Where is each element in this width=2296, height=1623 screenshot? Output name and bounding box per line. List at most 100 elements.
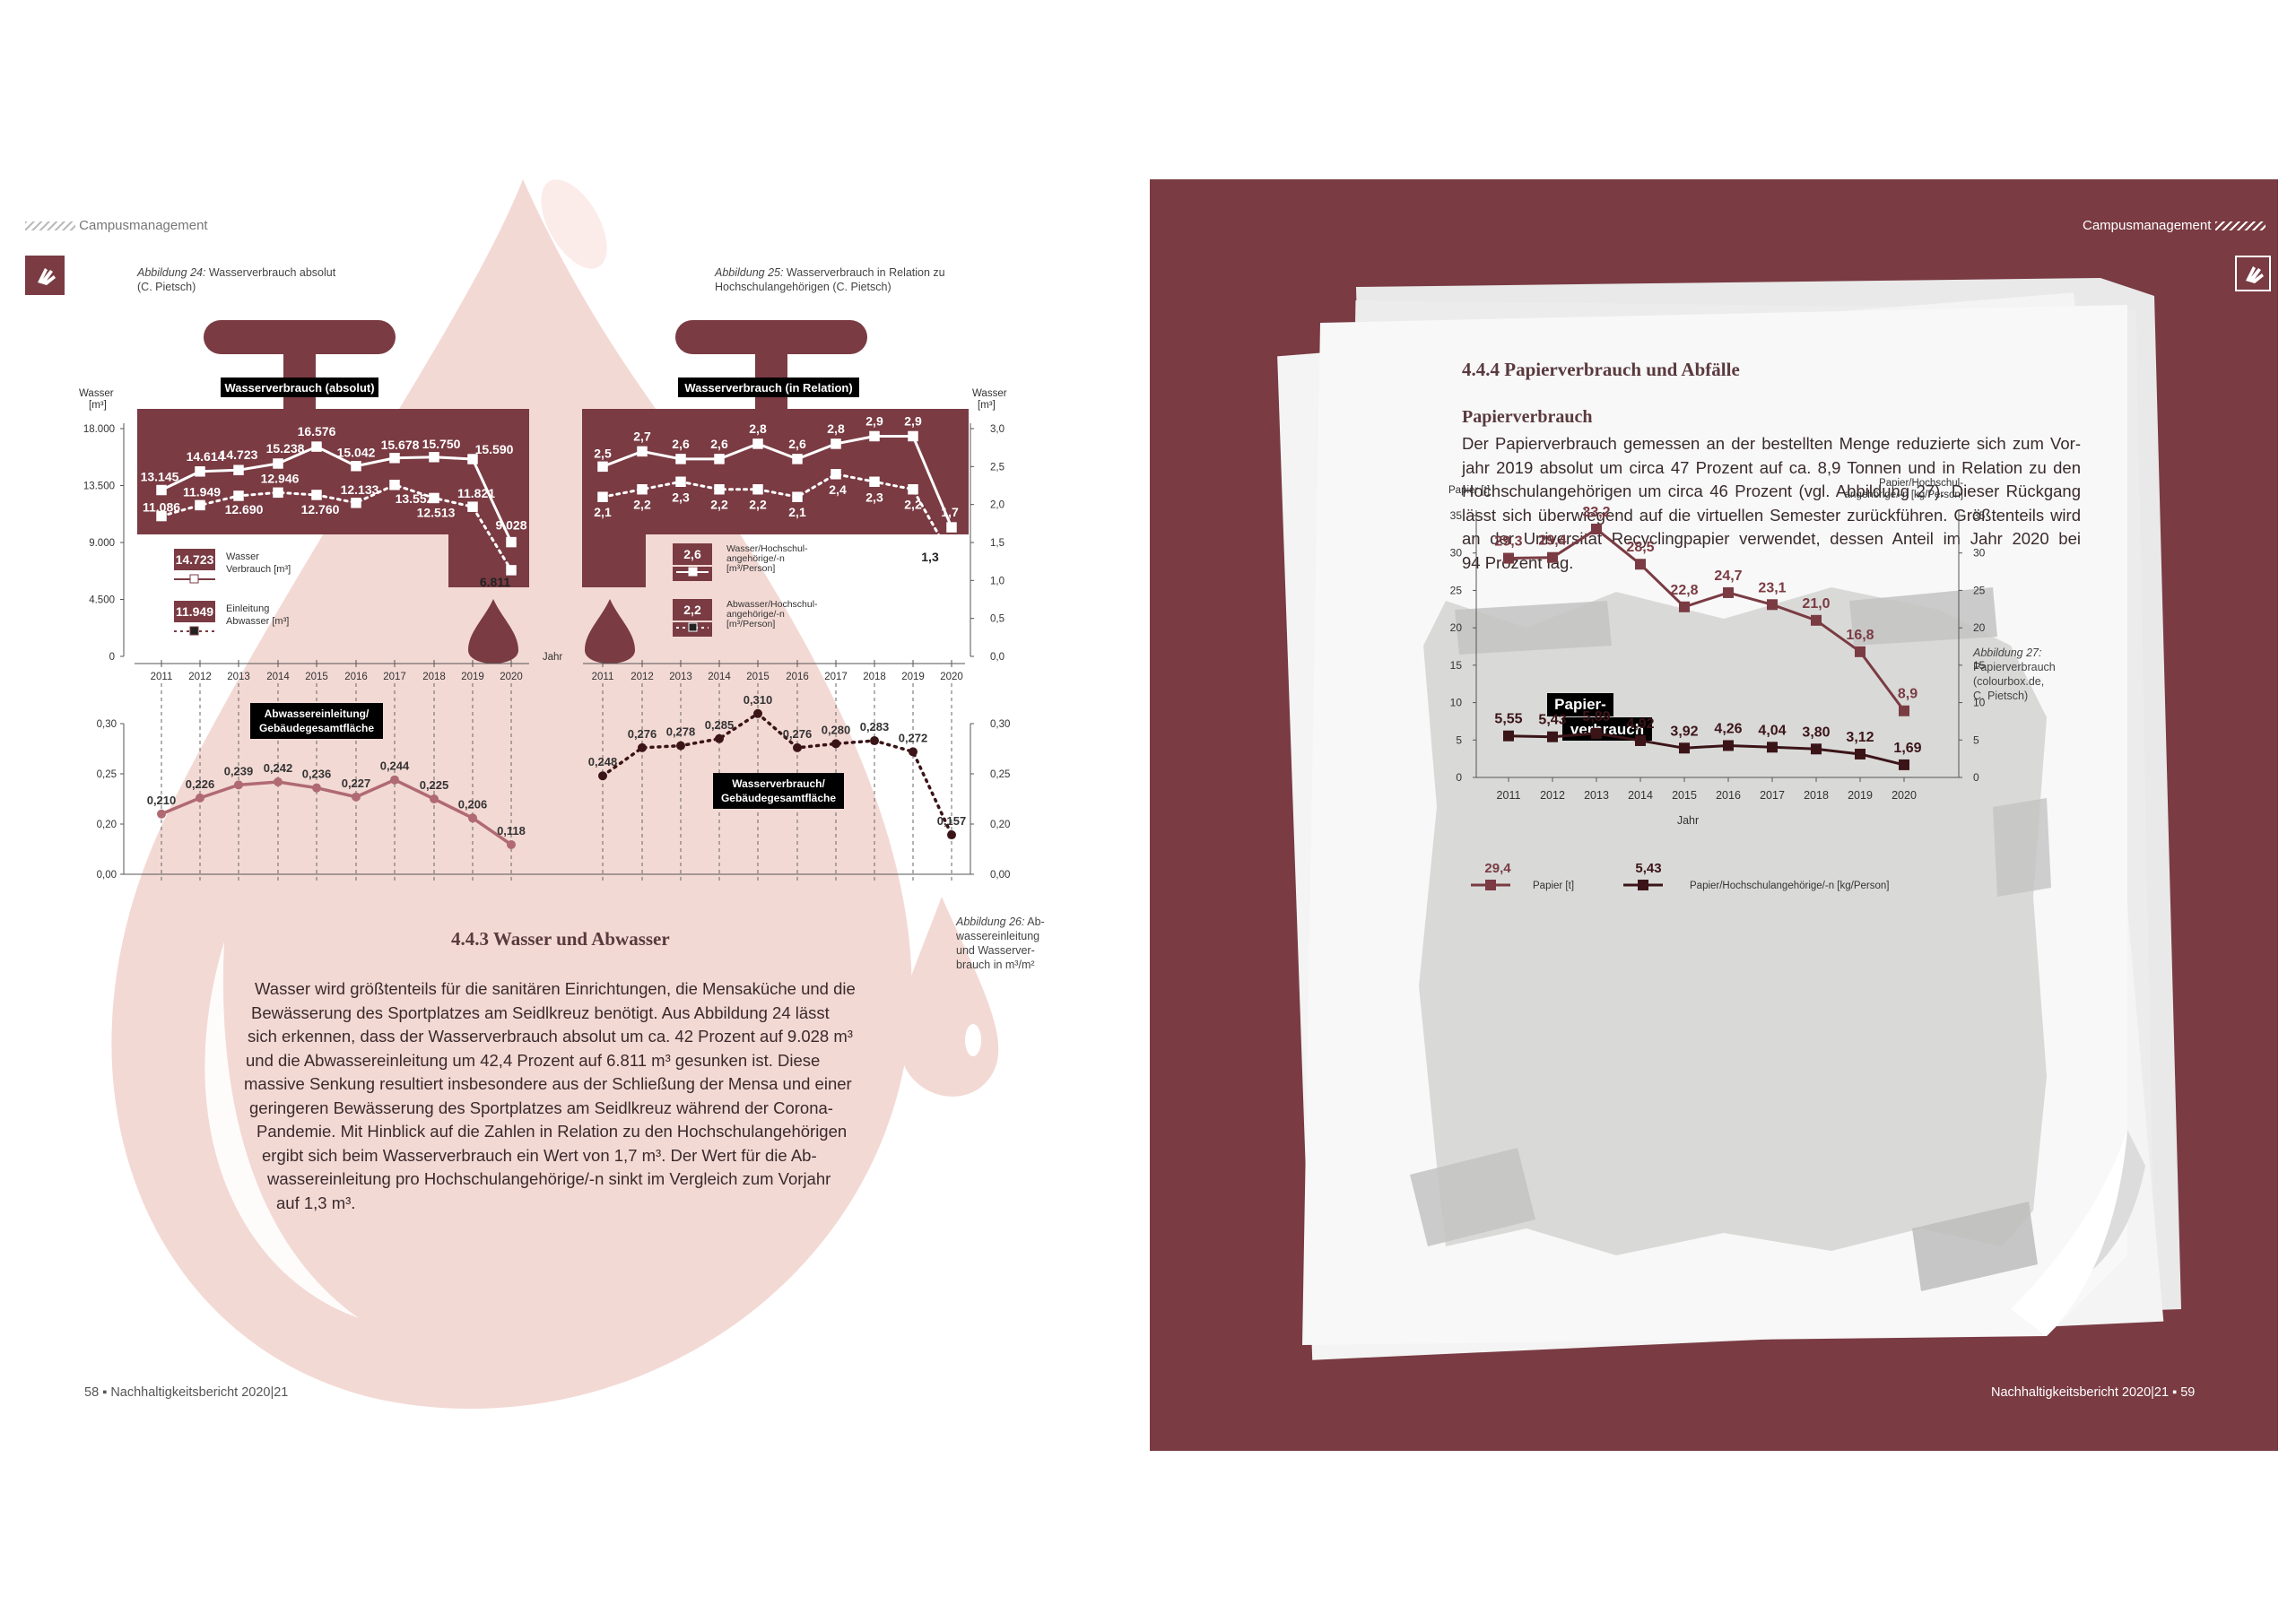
papier-data-label: 23,1 [1758,580,1786,595]
abwasser-rel-marker [675,476,686,488]
paragraph-line: jahr 2019 absolut um circa 47 Prozent au… [1462,457,2081,477]
legend-text: Papier/Hochschulangehörige/-n [kg/Person… [1690,881,1889,891]
water-abs-marker [429,452,439,463]
chart-tag-absolut: Wasserverbrauch (absolut) [224,381,374,395]
abwasser-flaeche-data-label: 0,206 [458,797,488,811]
abwasser-rel-marker [946,552,957,563]
legend-value: 2,2 [683,603,701,617]
x-tick-label: 2018 [1804,789,1829,802]
paragraph-line: und die Abwassereinleitung um 42,4 Proze… [246,1050,821,1070]
wasser-flaeche-line [601,711,953,837]
y-axis-title: Wasser [79,388,114,399]
y-tick-label: 5 [1456,733,1462,746]
paragraph-line: geringeren Bewässerung des Sportplatzes … [249,1098,833,1117]
water-rel-marker [675,454,686,464]
y-axis-unit-right: [m³] [978,400,996,411]
abwasser-flaeche-data-label: 0,239 [224,764,254,777]
wasser-flaeche-data-label: 0,310 [744,693,773,707]
y-tick-label-lower-right: 0,00 [990,870,1010,881]
chart-tag-abwasser-flaeche: Abwassereinleitung/ [265,707,370,720]
x-tick-label: 2012 [631,672,654,682]
legend-text: [m³/Person] [726,563,775,574]
wasser-flaeche-marker [793,742,802,752]
chart-tag-relation: Wasserverbrauch (in Relation) [684,381,852,395]
papier-marker [1767,599,1778,611]
fig25-caption: Abbildung 25: Wasserverbrauch in Relatio… [715,266,945,293]
x-tick-label: 2011 [1497,789,1521,802]
legend-marker [189,574,199,584]
x-tick-label: 2015 [1672,789,1697,802]
section-icon-right [2235,256,2271,291]
water-rel-data-label: 2,6 [672,437,690,451]
abwasser-rel-data-label: 2,2 [749,498,767,512]
abwasser-flaeche-data-label: 0,242 [264,761,293,775]
abwasser-flaeche-marker [390,775,399,785]
section-heading-water: 4.4.3 Wasser und Abwasser [451,928,670,950]
legend-value: 5,43 [1635,861,1661,876]
x-tick-label: 2014 [1628,789,1653,802]
y-axis-title-right: Wasser [972,388,1007,399]
water-rel-data-label: 2,6 [788,437,806,451]
y-tick-label-right: 35 [1973,509,1986,522]
x-tick-label: 2016 [1716,789,1741,802]
x-tick-label: 2018 [863,672,886,682]
x-tick-label: 2011 [151,672,173,682]
y-tick-label-right: 3,0 [990,424,1004,435]
legend-text: Papier [t] [1533,881,1574,891]
y-tick-label-right: 1,5 [990,538,1004,549]
water-abwasser-data-label: 6.811 [480,575,510,589]
papier-marker [1811,614,1822,626]
abwasser-rel-data-label: 2,2 [633,498,651,512]
water-abs-marker [156,484,167,496]
abwasser-flaeche-marker [274,777,283,786]
x-tick-label: 2018 [422,672,446,682]
water-rel-marker [946,522,957,533]
legend-text: [m³/Person] [726,619,775,629]
x-tick-label: 2017 [824,672,848,682]
y-tick-label-right: 20 [1973,621,1986,634]
section-icon [25,256,65,295]
water-abwasser-marker [429,492,439,504]
papier-pro-person-data-label: 5,55 [1494,712,1522,727]
abwasser-rel-data-label: 2,3 [672,490,690,504]
x-tick-label: 2011 [592,672,614,682]
y-tick-label-lower-right: 0,30 [990,719,1010,730]
papier-pro-person-marker [1855,748,1866,759]
x-tick-label: 2013 [1584,789,1609,802]
water-abs-marker [195,466,205,477]
x-tick-label: 2015 [746,672,770,682]
water-abwasser-data-label: 13.552 [396,491,434,506]
water-abwasser-data-label: 11.949 [183,484,221,499]
water-rel-marker [908,430,918,442]
legend-value: 2,6 [683,547,701,561]
wasser-flaeche-data-label: 0,283 [860,720,890,733]
papier-pro-person-data-label: 4,92 [1626,716,1654,732]
x-tick-label: 2012 [188,672,212,682]
papier-pro-person-data-label: 3,12 [1846,730,1874,745]
water-abs-data-label: 15.590 [475,442,514,456]
water-drop-icon [585,599,635,664]
water-rel-marker [869,430,880,442]
water-abwasser-marker [311,490,322,500]
papier-marker [1679,601,1690,612]
water-abs-marker [233,464,244,475]
x-axis-title: Jahr [1677,814,1699,827]
water-abwasser-data-label: 11.821 [457,486,495,500]
abwasser-rel-marker [831,469,841,480]
abwasser-flaeche-marker [507,839,516,849]
tap-handle [675,320,867,354]
abwasser-flaeche-marker [157,809,166,819]
x-axis-title: Jahr [543,652,563,663]
paragraph-line: Der Papierverbrauch gemessen an der best… [1462,434,2081,453]
papier-pro-person-marker [1679,742,1690,754]
water-rel-data-label: 2,5 [594,446,612,460]
water-abs-marker [389,453,400,464]
y-tick-label-right: 2,0 [990,500,1004,511]
y-tick-label-right: 15 [1973,659,1986,672]
water-rel-marker [752,438,763,449]
water-abs-data-label: 15.238 [266,441,305,456]
water-drop-icon [468,599,518,664]
abwasser-rel-line [601,473,953,560]
x-tick-label: 2017 [1760,789,1785,802]
papier-marker [1635,559,1646,570]
